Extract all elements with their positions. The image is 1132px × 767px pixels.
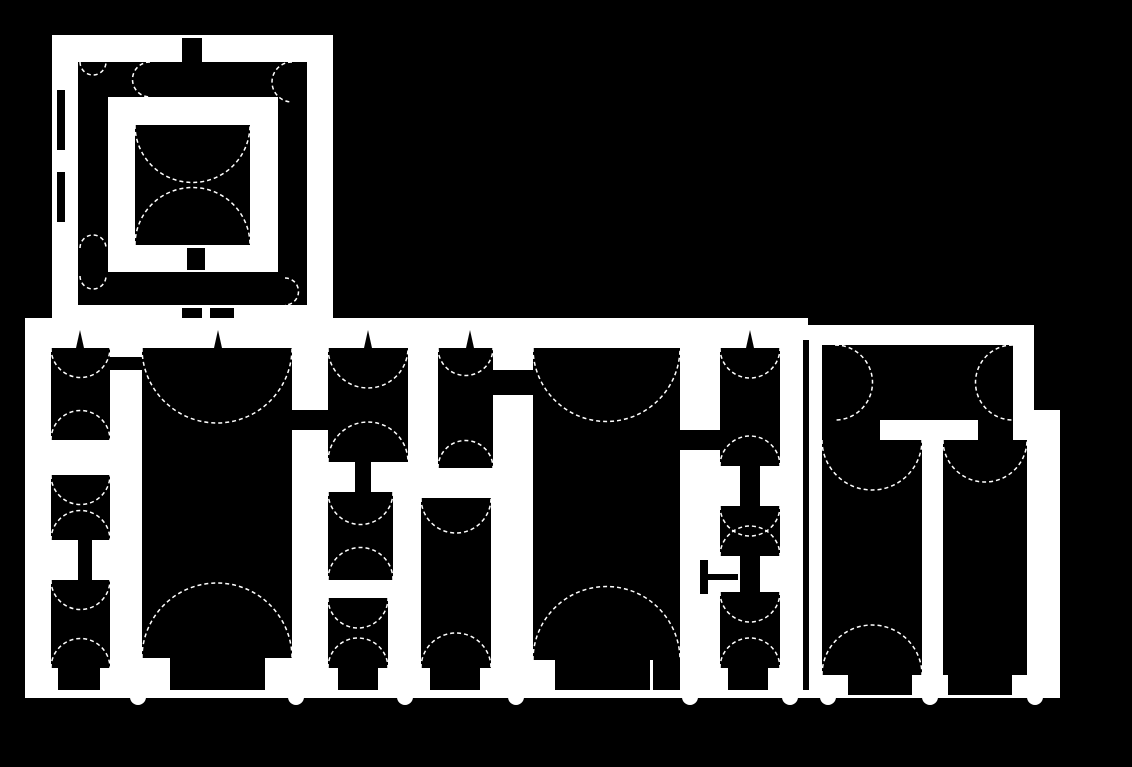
room — [822, 420, 880, 440]
passage — [355, 462, 371, 492]
passage — [740, 466, 760, 506]
niche — [728, 668, 768, 690]
inner-bottom-opening — [187, 248, 205, 270]
door-swing-arc — [821, 439, 923, 491]
corridor — [110, 357, 142, 370]
room — [943, 440, 1027, 675]
niche — [338, 668, 378, 690]
room — [51, 475, 110, 540]
door-swing-arc — [50, 579, 111, 611]
room — [822, 345, 1013, 420]
door-swing-arc — [821, 624, 923, 676]
passage — [740, 556, 760, 592]
buttress — [820, 689, 836, 705]
hall — [142, 348, 292, 658]
niche — [653, 660, 680, 690]
buttress — [130, 689, 146, 705]
niche — [58, 668, 100, 690]
niche — [555, 660, 650, 690]
niche — [430, 668, 480, 690]
door-swings — [50, 61, 1028, 676]
buttress — [397, 689, 413, 705]
room — [328, 348, 408, 462]
room — [421, 498, 491, 668]
door-swing-arc — [327, 421, 409, 463]
corridor — [680, 430, 720, 450]
niche — [848, 675, 912, 695]
room — [51, 348, 110, 440]
niche — [948, 675, 1012, 695]
left-window — [57, 90, 65, 150]
gap — [803, 340, 809, 690]
buttress — [782, 689, 798, 705]
hall — [533, 348, 680, 660]
room — [438, 348, 493, 468]
door-swing-arc — [50, 409, 111, 441]
left-window-2 — [57, 172, 65, 222]
door-swing-arc — [79, 234, 107, 249]
passage — [78, 540, 92, 580]
niche — [170, 658, 265, 690]
top-opening — [182, 38, 202, 62]
room — [328, 492, 393, 580]
central-room — [135, 125, 250, 245]
buttress — [922, 689, 938, 705]
door-swing-arc — [79, 275, 107, 290]
buttress — [1027, 689, 1043, 705]
door-swing-arc — [942, 439, 1028, 483]
t-pier — [700, 574, 738, 580]
east-walls-2 — [1034, 410, 1060, 698]
courtyard-building — [52, 35, 333, 325]
room — [822, 440, 922, 675]
door-swing-arc — [532, 585, 681, 661]
corridor — [292, 410, 328, 430]
buttress — [508, 689, 524, 705]
door-swing-arc — [420, 497, 492, 534]
entry-marker — [76, 330, 84, 348]
entry-marker — [214, 330, 222, 348]
main-building — [25, 318, 1060, 698]
room — [720, 592, 780, 668]
door-swing-arc — [271, 61, 293, 103]
door-swing-arc — [50, 347, 111, 379]
door-swing-arc — [834, 344, 874, 421]
room — [720, 506, 780, 556]
corridor — [493, 370, 533, 395]
door-swing-arc — [50, 637, 111, 669]
buttresses — [130, 689, 1043, 705]
door-swing-arc — [284, 277, 300, 306]
door-swing-arc — [134, 124, 251, 184]
door-swing-arc — [437, 347, 494, 377]
door-swing-arc — [974, 344, 1014, 421]
door-swing-arc — [79, 61, 107, 76]
door-swing-arc — [327, 347, 409, 389]
room — [720, 348, 780, 466]
door-swing-arc — [50, 509, 111, 541]
door-swing-arc — [134, 186, 251, 246]
entry-markers — [76, 330, 754, 348]
entry-marker — [466, 330, 474, 348]
buttress — [288, 689, 304, 705]
entry-marker — [364, 330, 372, 348]
door-swing-arc — [327, 491, 394, 526]
room — [51, 580, 110, 668]
door-swing-arc — [420, 632, 492, 669]
door-swing-arc — [50, 474, 111, 506]
door-swing-arc — [437, 439, 494, 469]
door-swing-arc — [327, 546, 394, 581]
room — [328, 598, 388, 668]
buttress — [682, 689, 698, 705]
door-swing-arc — [532, 347, 681, 423]
entry-marker — [746, 330, 754, 348]
room — [978, 420, 1013, 440]
